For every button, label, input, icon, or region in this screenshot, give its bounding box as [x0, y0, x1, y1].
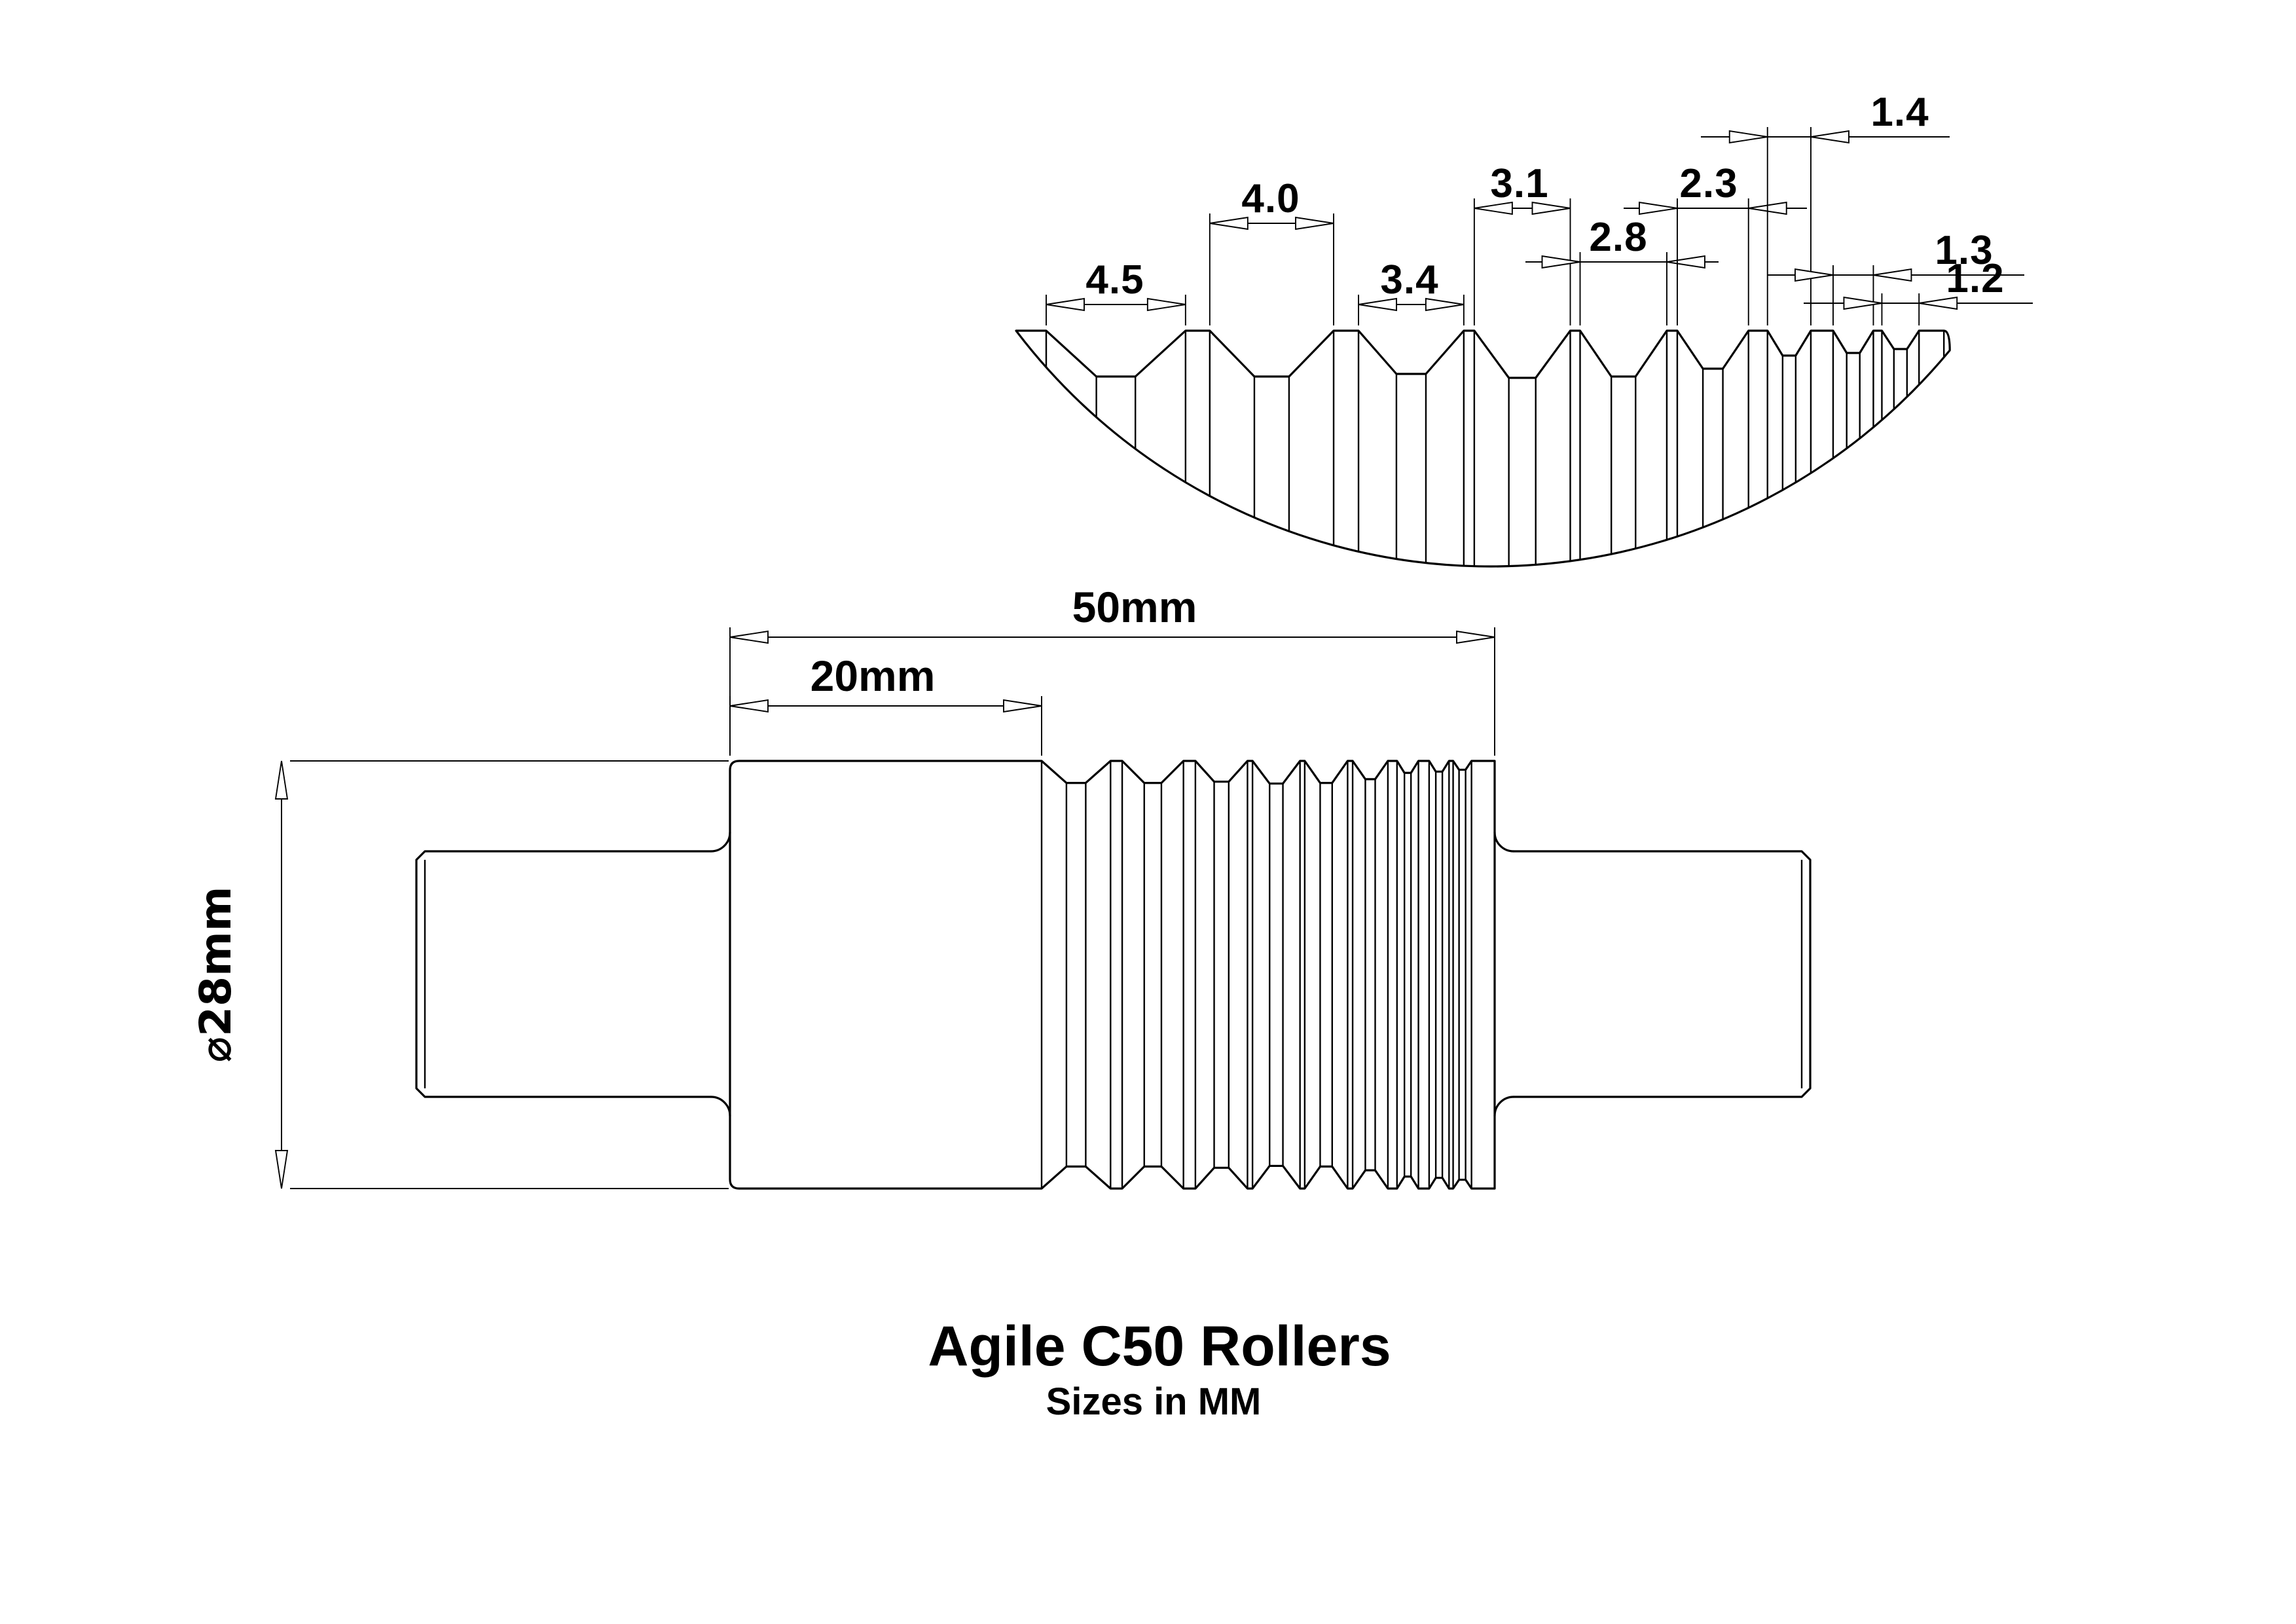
- dim-label-1.2: 1.2: [1946, 256, 2004, 301]
- dimension-arrow-icon: [274, 760, 289, 800]
- roller-teeth-top-profile: [738, 760, 1496, 785]
- main-view: [415, 760, 1812, 1190]
- dim-label-2.8: 2.8: [1589, 215, 1647, 260]
- detail-dimensions: 4.5 4.0 3.4 3.1 2.8 2.3 1.4 1.31.2: [1046, 90, 2033, 325]
- shaft-right-outline: [1512, 850, 1812, 1098]
- main-dimensions: 50mm 20mm ⌀28mm: [191, 583, 1495, 1189]
- dimension-arrow-icon: [1046, 297, 1085, 312]
- roller-teeth-bottom-profile: [738, 1164, 1496, 1190]
- dimension-arrow-icon: [1638, 201, 1678, 215]
- roller-body-left-face: [729, 760, 740, 1190]
- drawing-title: Agile C50 Rollers: [928, 1315, 1391, 1378]
- dimension-arrow-icon: [729, 699, 769, 713]
- drawing-subtitle: Sizes in MM: [1046, 1380, 1262, 1423]
- dim-label-1.4: 1.4: [1870, 90, 1929, 135]
- dimension-arrow-icon: [729, 630, 769, 644]
- dimension-arrow-icon: [1295, 216, 1334, 231]
- dimension-arrow-icon: [1531, 201, 1571, 215]
- dimension-arrow-icon: [1795, 268, 1834, 282]
- shaft-fillet: [710, 1096, 731, 1117]
- dimension-arrow-icon: [1873, 268, 1912, 282]
- shaft-fillet: [1493, 1096, 1515, 1117]
- dimension-arrow-icon: [1919, 296, 1958, 310]
- shaft-fillet: [1493, 831, 1515, 853]
- dim-label-2.3: 2.3: [1679, 161, 1738, 206]
- dimension-arrow-icon: [1541, 255, 1580, 269]
- dim-label-1.3: 1.3: [1935, 228, 1993, 273]
- dim-label-4.5: 4.5: [1085, 257, 1144, 303]
- dim-label-4.0: 4.0: [1241, 176, 1300, 221]
- dimension-arrow-icon: [1810, 130, 1850, 144]
- dim-label-3.4: 3.4: [1380, 257, 1438, 303]
- dimension-arrow-icon: [274, 1150, 289, 1189]
- dim-label-diameter-28mm: ⌀28mm: [191, 886, 241, 1062]
- dimension-arrow-icon: [1003, 699, 1042, 713]
- dim-label-50mm: 50mm: [1072, 583, 1197, 631]
- dim-label-20mm: 20mm: [811, 652, 936, 700]
- detail-view: [1015, 329, 1951, 568]
- dimension-arrow-icon: [1209, 216, 1248, 231]
- title-block: Agile C50 Rollers Sizes in MM: [928, 1315, 1391, 1423]
- dimension-arrow-icon: [1358, 297, 1397, 312]
- shaft-fillet: [710, 831, 731, 853]
- shaft-left-outline: [415, 850, 712, 1098]
- dimension-arrow-icon: [1425, 297, 1465, 312]
- dim-label-3.1: 3.1: [1490, 161, 1548, 206]
- dimension-arrow-icon: [1666, 255, 1705, 269]
- detail-profile: [1015, 329, 1951, 568]
- dimension-arrow-icon: [1474, 201, 1513, 215]
- dimension-arrow-icon: [1728, 130, 1768, 144]
- dimension-arrow-icon: [1843, 296, 1882, 310]
- dimension-arrow-icon: [1456, 630, 1495, 644]
- dimension-arrow-icon: [1146, 297, 1186, 312]
